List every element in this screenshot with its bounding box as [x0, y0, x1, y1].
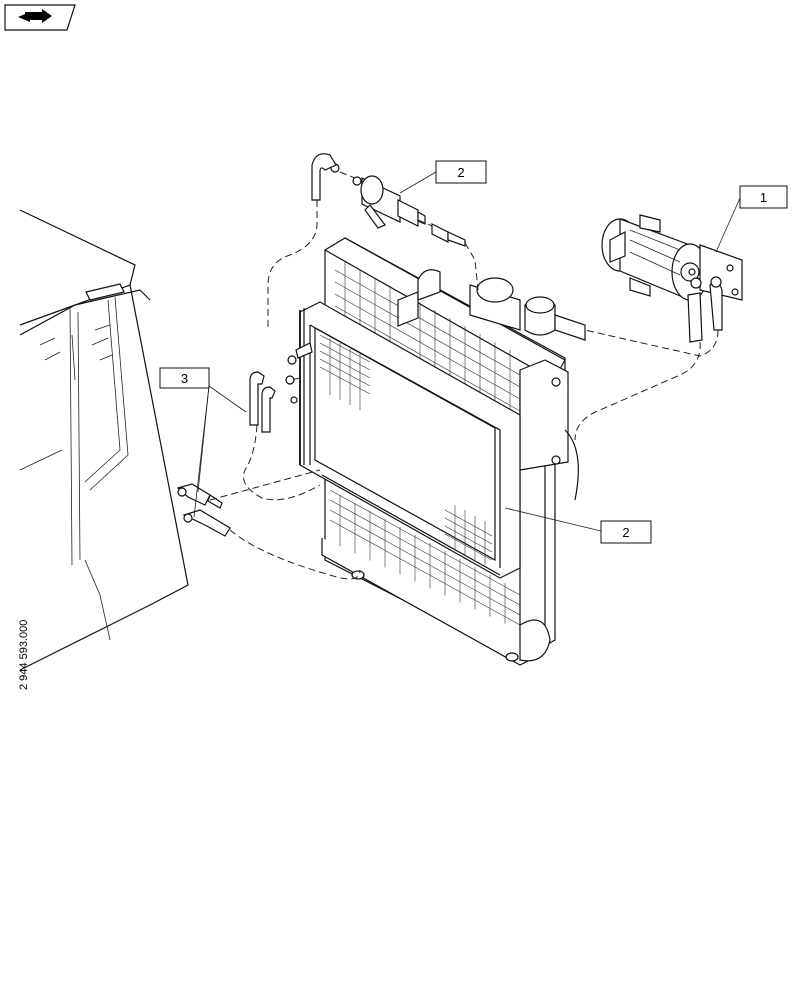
cab-outline [19, 209, 189, 671]
callout-2b-label: 2 [622, 525, 629, 540]
hose-fittings [176, 342, 313, 537]
drawing-number: 2 944 593.000 [18, 620, 30, 690]
ac-compressor [601, 214, 743, 343]
next-page-arrow-icon[interactable] [4, 4, 76, 31]
callout-3: 3 [159, 367, 210, 389]
callout-1-label: 1 [760, 190, 767, 205]
receiver-drier [311, 153, 466, 247]
leader-lines [193, 171, 741, 532]
condenser-frame [299, 301, 521, 579]
callout-1: 1 [739, 185, 788, 209]
callout-2b: 2 [600, 520, 652, 544]
callout-2a-label: 2 [457, 165, 464, 180]
callout-3-label: 3 [181, 371, 188, 386]
hose-routes [209, 171, 719, 580]
callout-2a: 2 [435, 160, 487, 184]
